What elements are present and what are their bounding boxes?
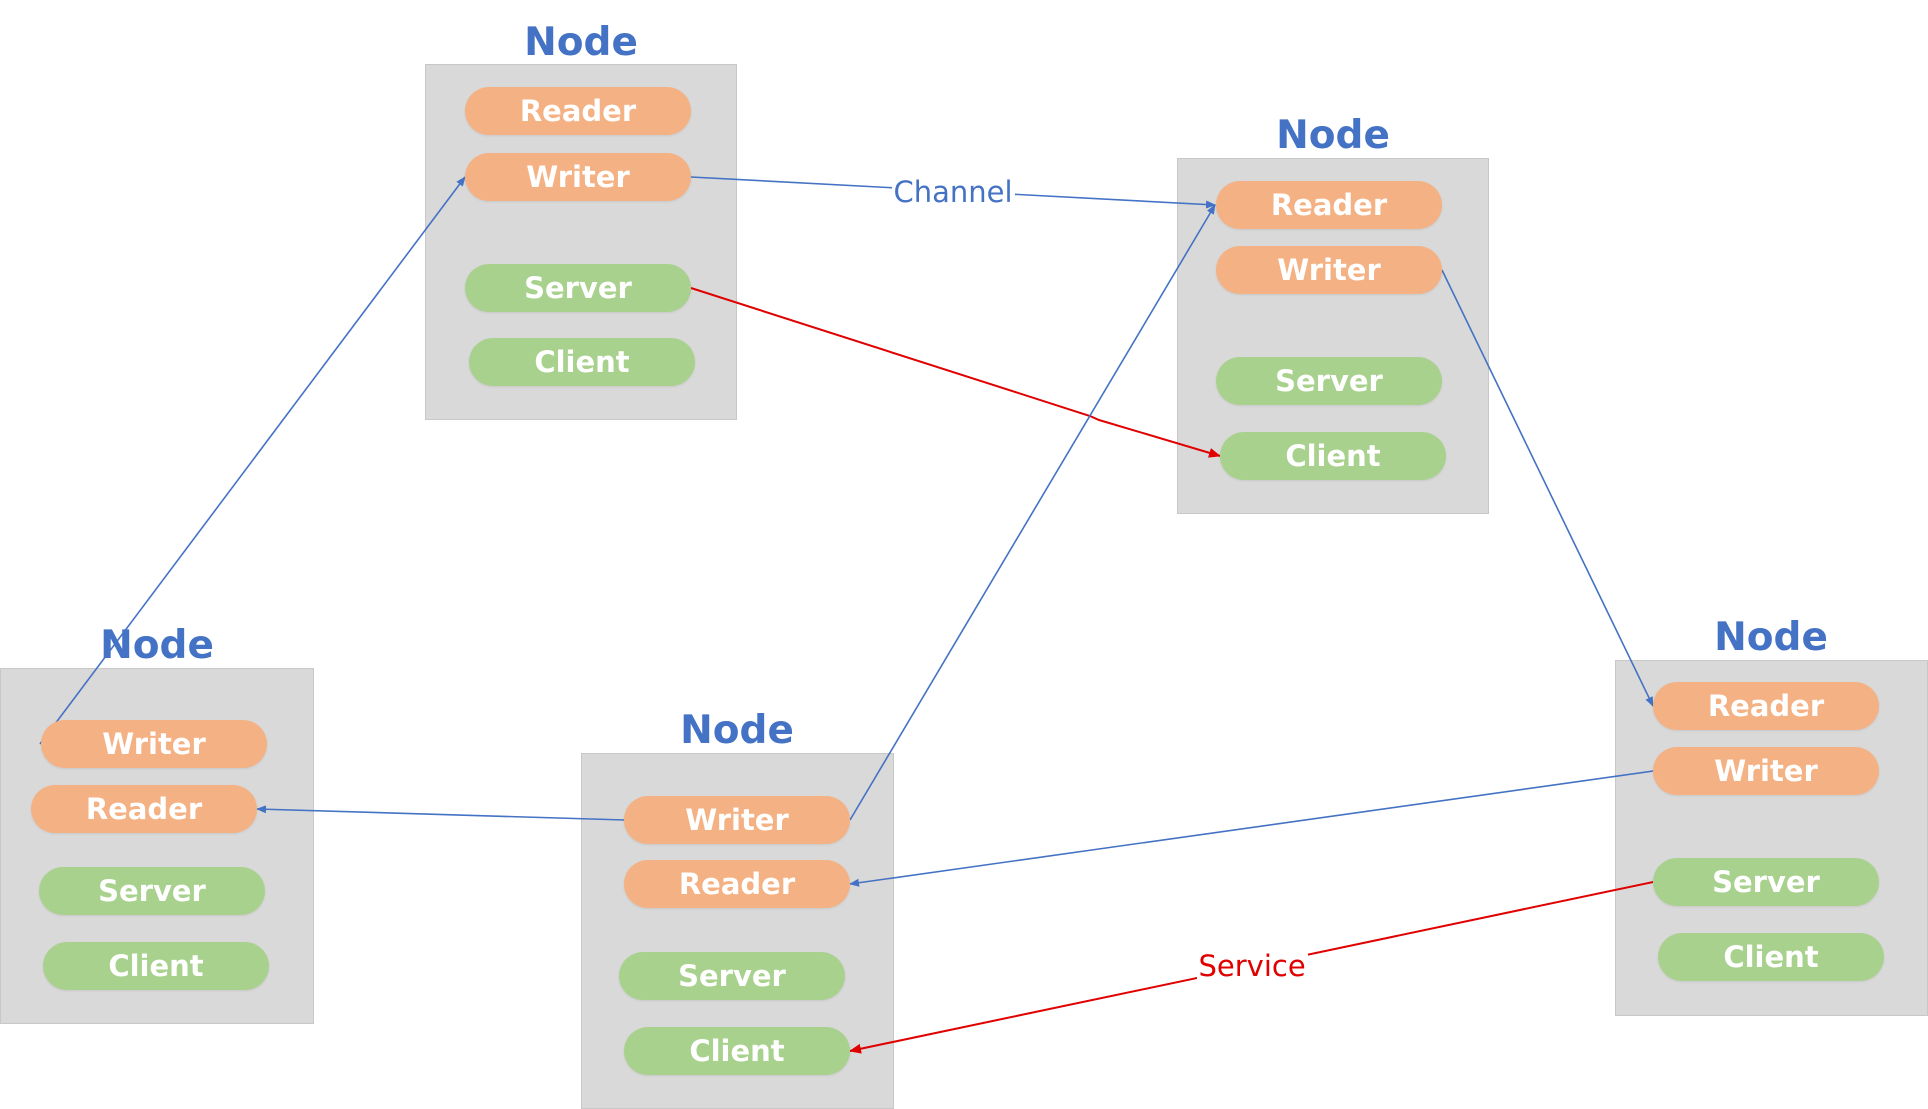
node-title: Node	[524, 20, 638, 65]
writer-pill: Writer	[1653, 747, 1879, 795]
channel-connector	[849, 770, 1654, 887]
server-pill: Server	[1653, 858, 1879, 906]
writer-pill: Writer	[41, 720, 267, 768]
service-connector	[690, 287, 1221, 458]
client-pill: Client	[1220, 432, 1446, 480]
reader-pill: Reader	[465, 87, 691, 135]
channel-connector	[39, 176, 466, 745]
client-pill: Client	[1658, 933, 1884, 981]
node-title: Node	[100, 623, 214, 668]
channel-label: Channel	[891, 175, 1015, 209]
node-title: Node	[1714, 615, 1828, 660]
writer-pill: Writer	[465, 153, 691, 201]
client-pill: Client	[624, 1027, 850, 1075]
node-title: Node	[1276, 113, 1390, 158]
reader-pill: Reader	[1216, 181, 1442, 229]
client-pill: Client	[43, 942, 269, 990]
writer-pill: Writer	[624, 796, 850, 844]
client-pill: Client	[469, 338, 695, 386]
server-pill: Server	[619, 952, 845, 1000]
reader-pill: Reader	[1653, 682, 1879, 730]
server-pill: Server	[39, 867, 265, 915]
server-pill: Server	[465, 264, 691, 312]
reader-pill: Reader	[31, 785, 257, 833]
node-title: Node	[680, 708, 794, 753]
writer-pill: Writer	[1216, 246, 1442, 294]
edges-group	[39, 176, 1654, 1054]
channel-connector	[256, 805, 626, 821]
channel-connector	[1441, 269, 1654, 707]
reader-pill: Reader	[624, 860, 850, 908]
server-pill: Server	[1216, 357, 1442, 405]
service-label: Service	[1196, 949, 1308, 983]
channel-connector	[849, 204, 1216, 821]
